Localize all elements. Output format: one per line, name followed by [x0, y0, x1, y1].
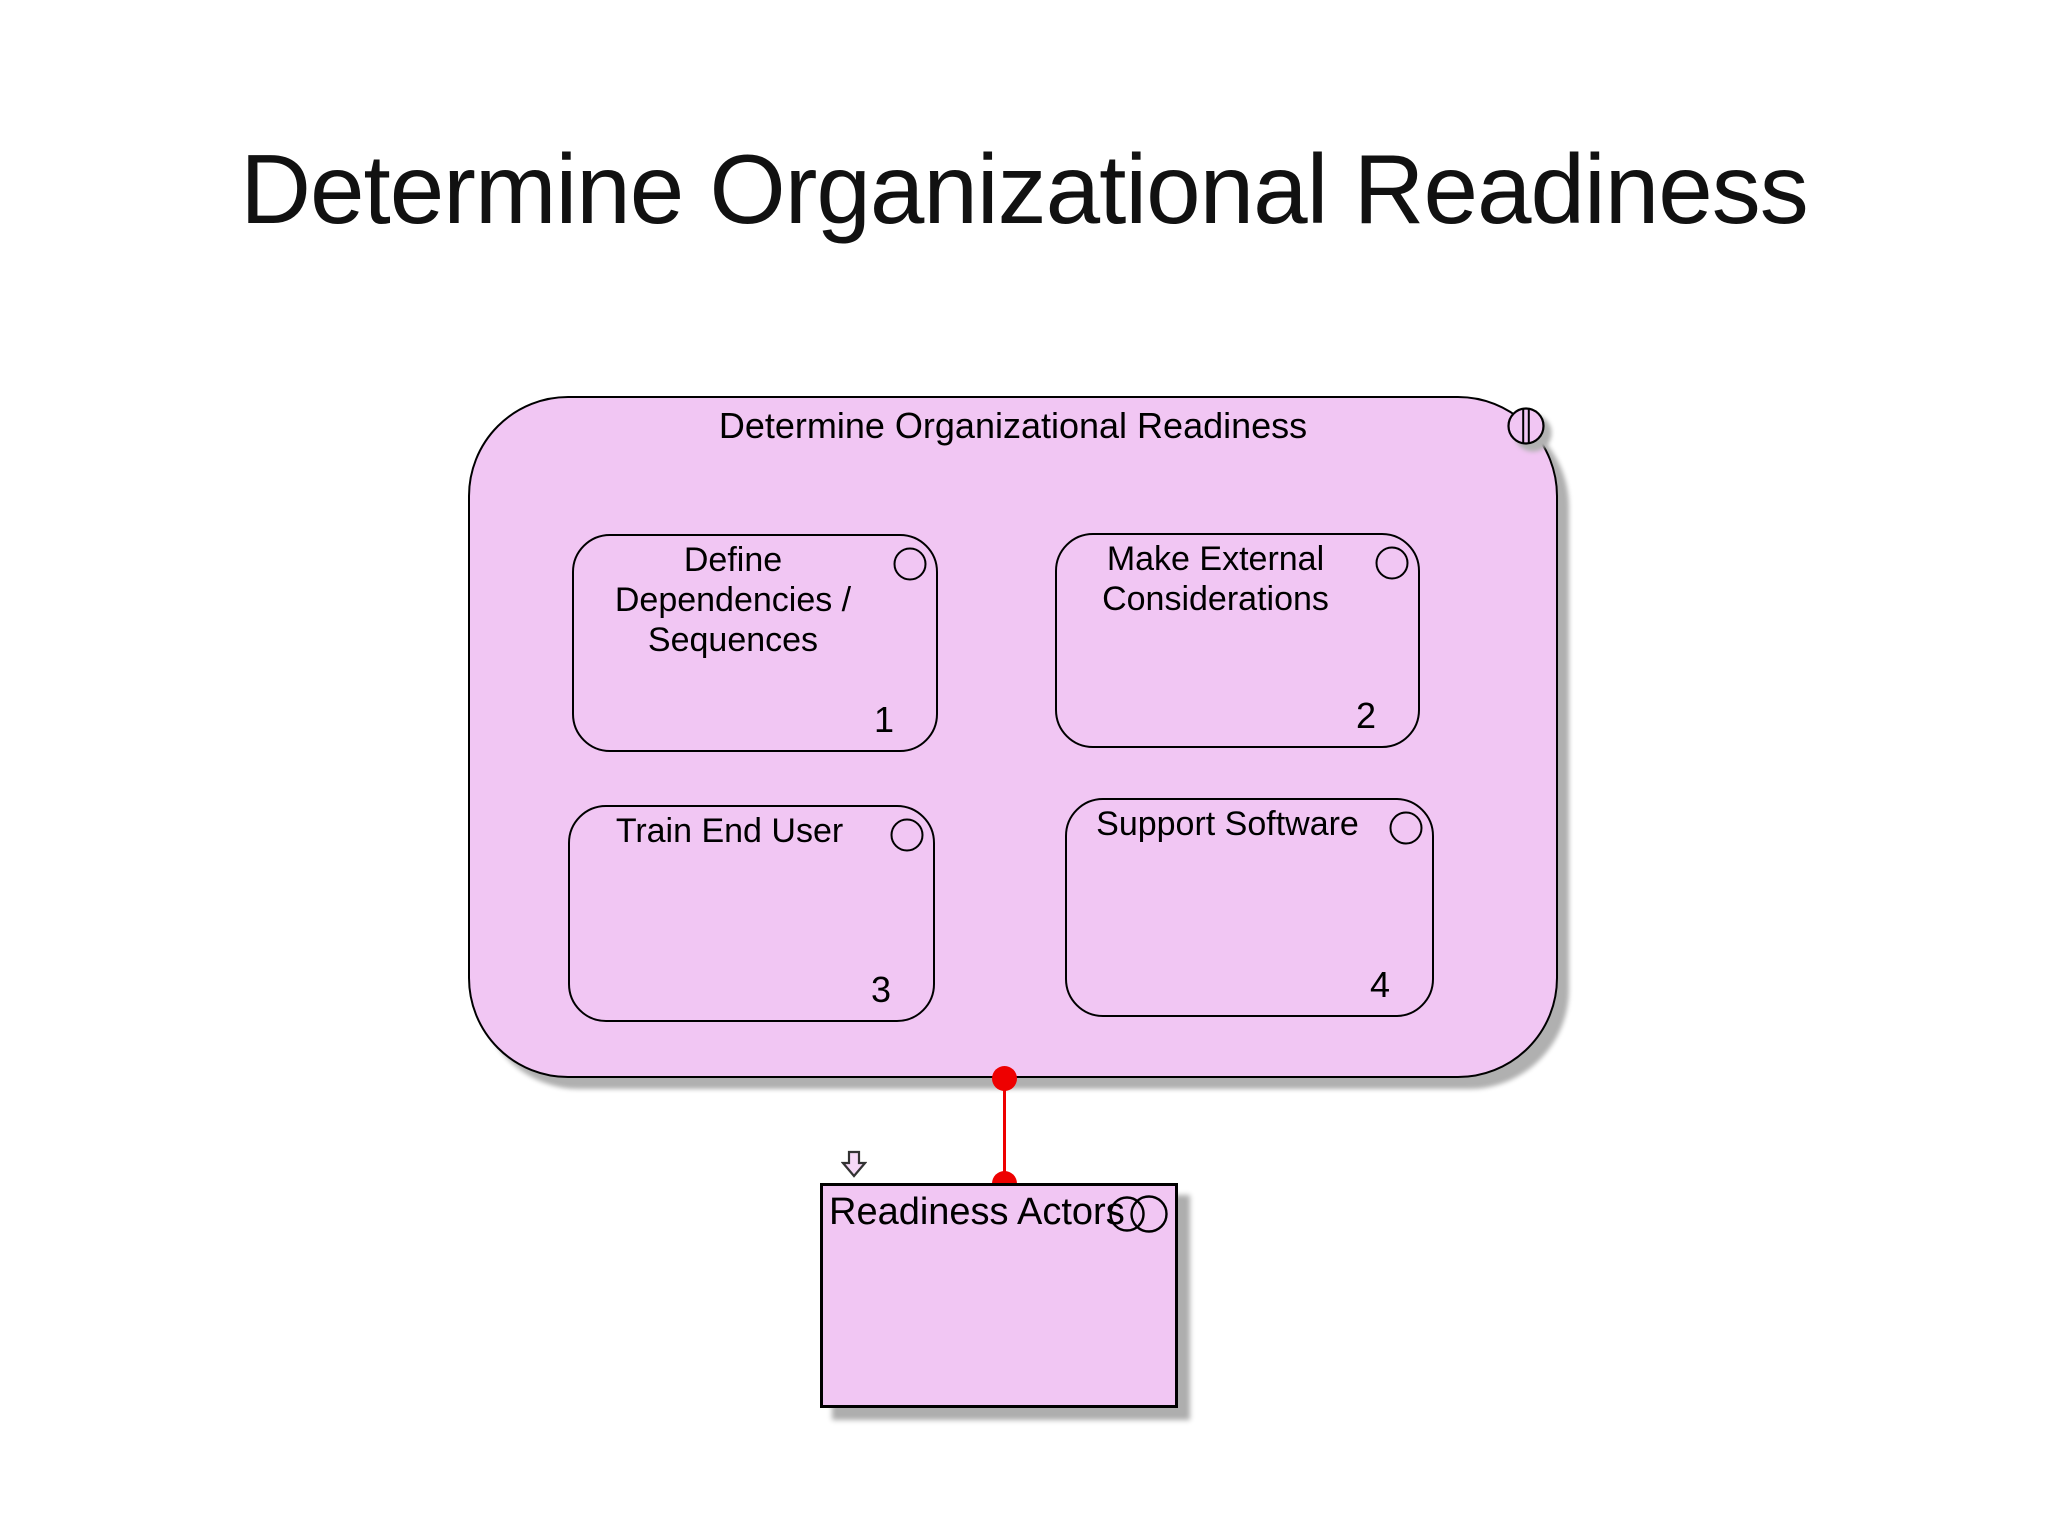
activity-number: 4 — [1369, 964, 1390, 1005]
activity-number: 3 — [870, 969, 891, 1010]
circle-icon — [1375, 546, 1409, 580]
overlapping-circles-icon — [1109, 1195, 1168, 1233]
circle-icon — [1389, 811, 1423, 845]
activity-box-support-software: Support Software 4 — [1065, 798, 1434, 1017]
actor-box-label: Readiness Actors — [829, 1191, 1125, 1233]
connector-endpoint-dot-top — [992, 1066, 1017, 1091]
circle-icon — [893, 547, 927, 581]
activity-box-define-dependencies: Define Dependencies / Sequences 1 — [572, 534, 938, 752]
hollow-down-arrow-icon — [841, 1150, 867, 1178]
process-group-label: Determine Organizational Readiness — [718, 405, 1308, 446]
activity-box-make-external-considerations: Make External Considerations 2 — [1055, 533, 1420, 748]
actor-box-readiness-actors: Readiness Actors — [820, 1183, 1178, 1408]
activity-number: 1 — [873, 699, 894, 740]
page-title: Determine Organizational Readiness — [240, 134, 1809, 244]
circle-icon — [890, 818, 924, 852]
activity-label: Support Software — [1096, 805, 1359, 843]
activity-box-train-end-user: Train End User 3 — [568, 805, 935, 1022]
activity-label: Define Dependencies / Sequences — [614, 541, 852, 659]
activity-label: Train End User — [615, 812, 844, 850]
connector-line — [1003, 1078, 1006, 1184]
split-circle-icon — [1507, 407, 1545, 445]
activity-label: Make External Considerations — [1102, 540, 1329, 618]
activity-number: 2 — [1355, 695, 1376, 736]
